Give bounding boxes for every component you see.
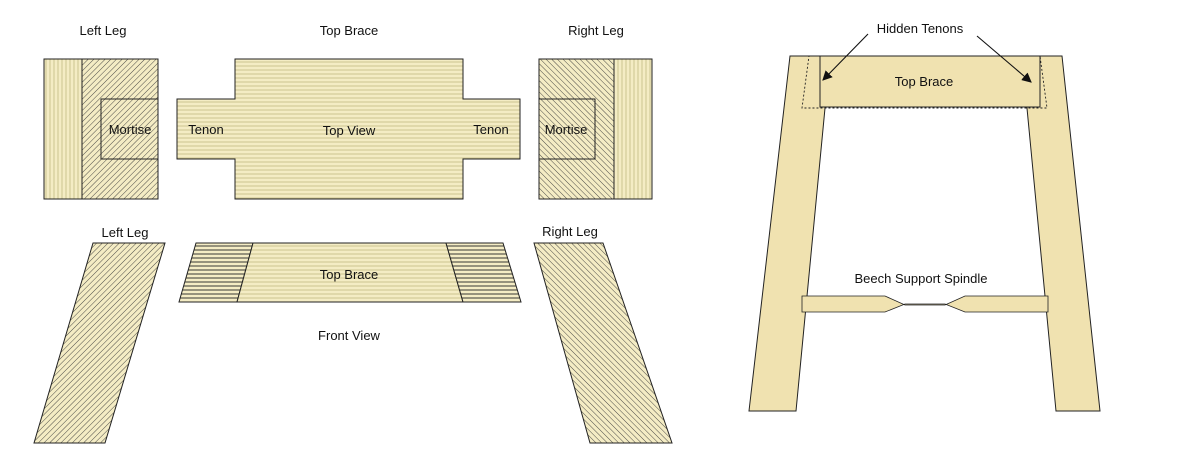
top-brace-top-view [176, 58, 521, 200]
hidden-tenons-label: Hidden Tenons [877, 21, 964, 36]
top-brace-assembled-label: Top Brace [895, 74, 954, 89]
beech-support-spindle-label: Beech Support Spindle [855, 271, 988, 286]
left-leg-top-view [43, 58, 159, 200]
hidden-tenons-arrow-left [822, 33, 869, 81]
mortise-right-label: Mortise [545, 122, 588, 137]
hidden-tenons-outline [801, 55, 1048, 109]
left-leg-front-label: Left Leg [102, 225, 149, 240]
hidden-tenons-arrow-right [976, 35, 1032, 83]
tenon-left-label: Tenon [188, 122, 223, 137]
tenon-right-label: Tenon [473, 122, 508, 137]
right-leg-top-label: Right Leg [568, 23, 624, 38]
right-leg-front-view [533, 242, 673, 444]
top-view-label: Top View [323, 123, 376, 138]
right-leg-front-label: Right Leg [542, 224, 598, 239]
left-leg-top-label: Left Leg [80, 23, 127, 38]
left-leg-front-view [33, 242, 166, 444]
top-brace-top-label: Top Brace [320, 23, 379, 38]
mortise-left-label: Mortise [109, 122, 152, 137]
top-brace-front-label: Top Brace [320, 267, 379, 282]
front-view-label: Front View [318, 328, 381, 343]
right-leg-top-view [538, 58, 653, 200]
top-brace-front-view [178, 242, 522, 303]
assembled-stool-view [748, 33, 1101, 412]
beech-support-spindle [801, 295, 1049, 313]
